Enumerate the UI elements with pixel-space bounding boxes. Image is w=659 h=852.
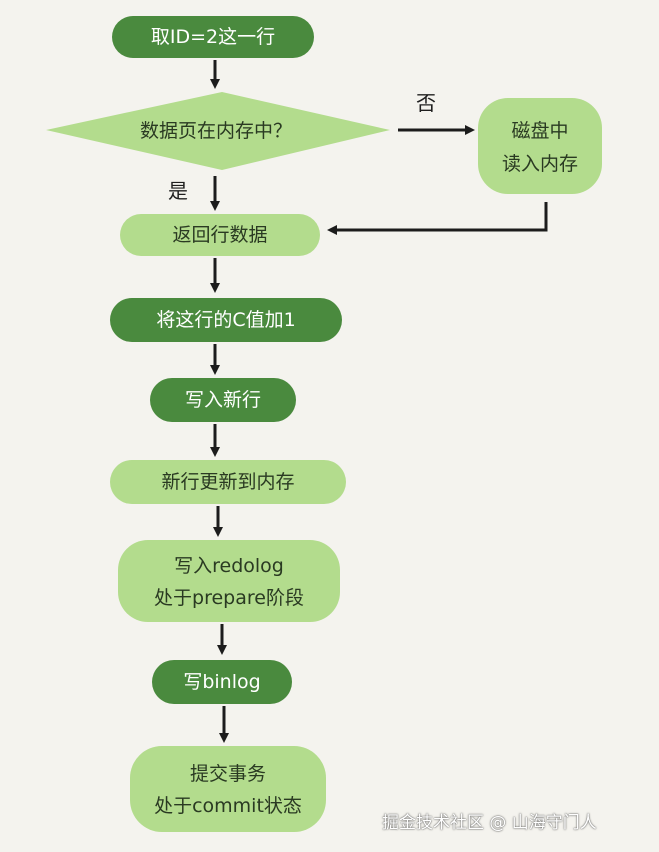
edge-label-no: 否 — [416, 91, 436, 115]
redolog-line-2: 处于prepare阶段 — [154, 587, 304, 609]
redolog-line-1: 写入redolog — [174, 555, 284, 577]
edge-label-yes: 是 — [168, 179, 188, 203]
write-binlog-label: 写binlog — [183, 671, 260, 693]
update-memory-label: 新行更新到内存 — [161, 471, 294, 493]
node-write-new-row: 写入新行 — [150, 378, 296, 422]
commit-line-2: 处于commit状态 — [154, 795, 302, 817]
read-from-disk-line-1: 磁盘中 — [511, 120, 568, 142]
node-fetch-row-label: 取ID=2这一行 — [151, 26, 275, 48]
node-fetch-row: 取ID=2这一行 — [112, 16, 314, 58]
return-row-label: 返回行数据 — [172, 224, 267, 246]
node-commit: 提交事务 处于commit状态 — [130, 746, 326, 832]
arrow-disk-to-return — [327, 202, 548, 235]
add-one-label: 将这行的C值加1 — [156, 309, 295, 331]
watermark: 掘金技术社区 @ 山海守门人 — [382, 813, 597, 833]
node-read-from-disk: 磁盘中 读入内存 — [478, 98, 602, 194]
read-from-disk-line-2: 读入内存 — [502, 153, 578, 175]
decision-label: 数据页在内存中？ — [140, 120, 292, 142]
node-write-binlog: 写binlog — [152, 660, 292, 704]
node-in-memory-decision: 数据页在内存中？ — [46, 92, 390, 170]
write-new-row-label: 写入新行 — [185, 389, 261, 411]
commit-line-1: 提交事务 — [190, 763, 266, 785]
node-return-row: 返回行数据 — [120, 214, 320, 256]
node-redolog-prepare: 写入redolog 处于prepare阶段 — [118, 540, 340, 622]
node-update-memory: 新行更新到内存 — [110, 460, 346, 504]
node-add-one: 将这行的C值加1 — [110, 298, 342, 342]
